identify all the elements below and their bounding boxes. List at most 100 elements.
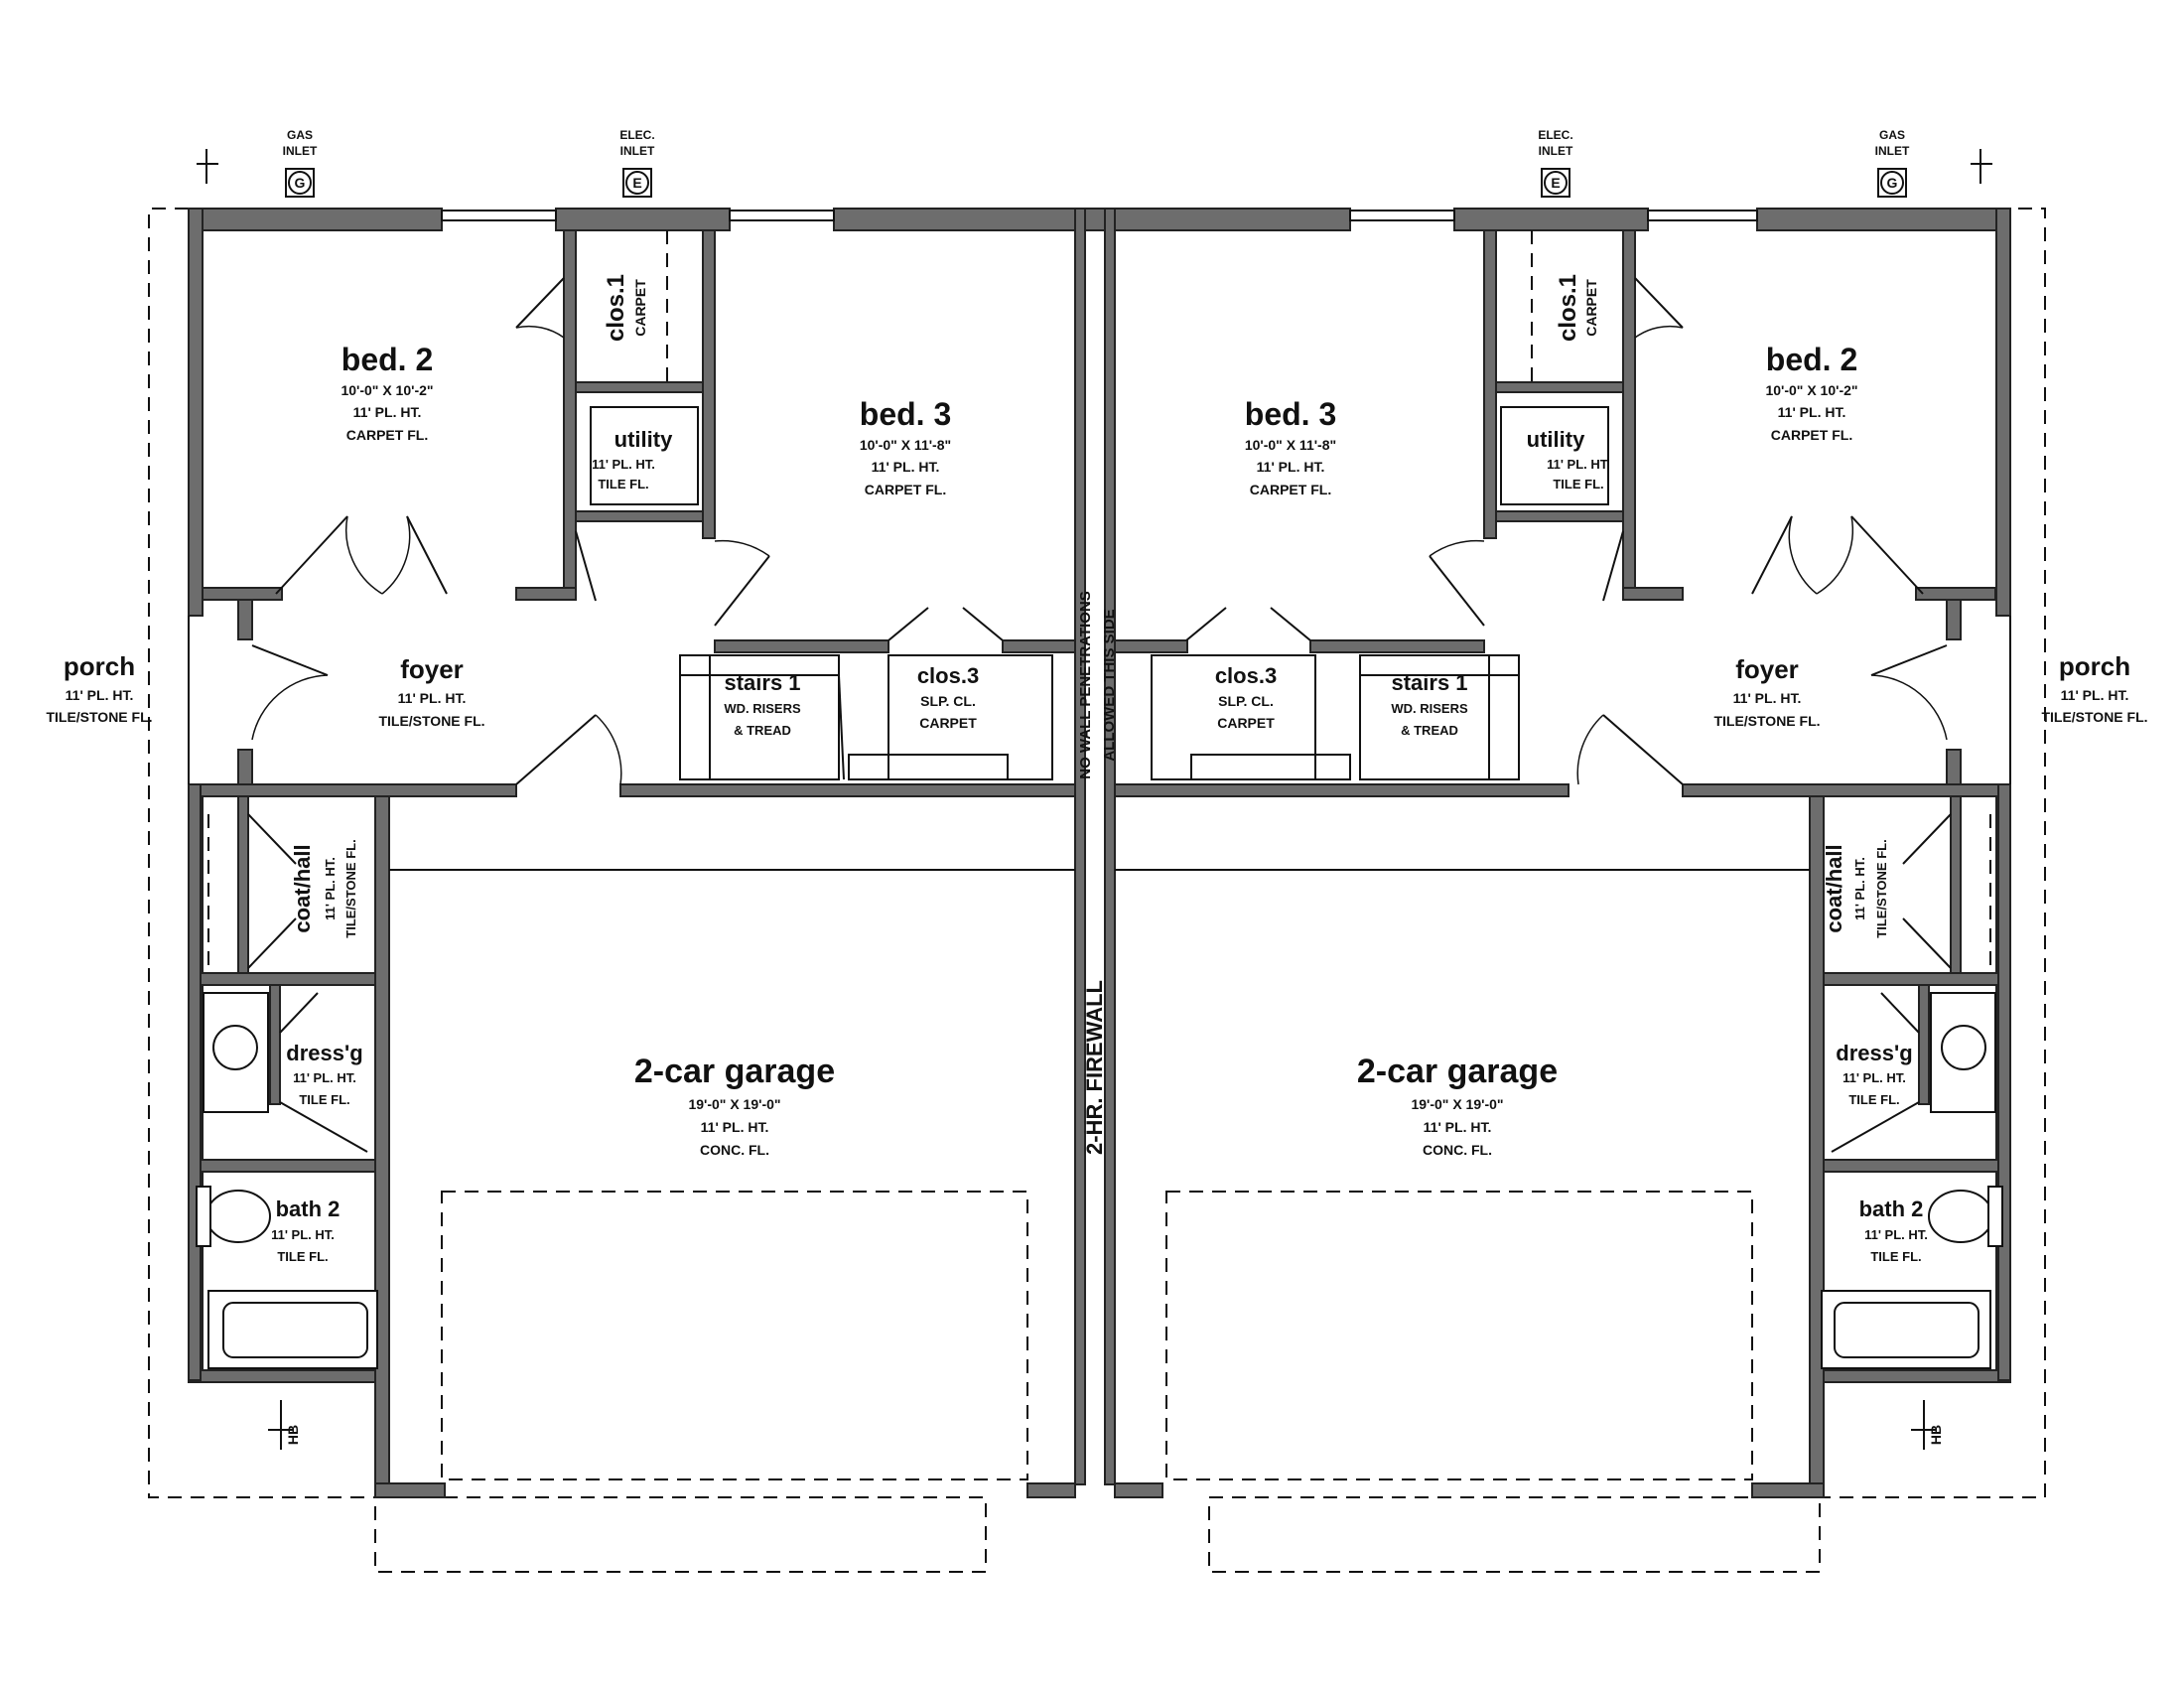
bed2-left-name: bed. 2 [341, 342, 433, 377]
thin-details [188, 210, 2011, 968]
utility-inlets [197, 149, 1992, 1450]
porch-left-line1: 11' PL. HT. [66, 687, 134, 703]
garage-left-line2: CONC. FL. [700, 1142, 769, 1158]
clos3-right-name: clos.3 [1215, 663, 1277, 688]
stairs-right-name: stairs 1 [1391, 670, 1467, 695]
right-unit-labels: GAS INLET G ELEC. INLET E HB porch 11' P… [1215, 128, 2148, 1445]
garage-right-dims: 19'-0" X 19'-0" [1411, 1096, 1503, 1112]
foyer-right-line2: TILE/STONE FL. [1713, 713, 1820, 729]
bed2-right-line2: CARPET FL. [1771, 427, 1852, 443]
clos3-left-name: clos.3 [917, 663, 979, 688]
left-unit-labels: GAS INLET G ELEC. INLET E HB porch 11' P… [46, 128, 979, 1445]
elec-inlet-symbol-left: E [632, 175, 641, 191]
elec-inlet-label-right: ELEC. [1538, 128, 1572, 142]
clos3-right-line2: CARPET [1217, 715, 1275, 731]
bath2-right-name: bath 2 [1859, 1196, 1924, 1221]
clos3-right-line1: SLP. CL. [1218, 693, 1274, 709]
dressg-left-line1: 11' PL. HT. [293, 1070, 356, 1085]
bed2-right-line1: 11' PL. HT. [1778, 404, 1846, 420]
stairs-left-line1: WD. RISERS [724, 701, 801, 716]
bed2-left-line2: CARPET FL. [346, 427, 428, 443]
bed2-right-name: bed. 2 [1766, 342, 1857, 377]
stairs-left-line2: & TREAD [734, 723, 791, 738]
porch-right-line2: TILE/STONE FL. [2041, 709, 2147, 725]
garage-right-name: 2-car garage [1357, 1053, 1558, 1090]
porch-right-name: porch [2059, 651, 2130, 681]
garage-left-dims: 19'-0" X 19'-0" [688, 1096, 780, 1112]
garage-right-line1: 11' PL. HT. [1424, 1119, 1492, 1135]
bed2-left-line1: 11' PL. HT. [353, 404, 422, 420]
stairs-right-line2: & TREAD [1401, 723, 1458, 738]
walls [188, 208, 2011, 1498]
garage-left-name: 2-car garage [634, 1053, 835, 1090]
porch-right-line1: 11' PL. HT. [2061, 687, 2129, 703]
bath2-left-line1: 11' PL. HT. [271, 1227, 335, 1242]
bed3-right-line1: 11' PL. HT. [1257, 459, 1325, 475]
utility-right-line1: 11' PL. HT. [1547, 457, 1610, 472]
firewall-label: 2-HR. FIREWALL [1082, 980, 1107, 1155]
coat-hall-right-line2: TILE/STONE FL. [1874, 839, 1889, 937]
foyer-left-name: foyer [400, 654, 464, 684]
clos1-left-line1: CARPET [632, 279, 648, 337]
porch-left-name: porch [64, 651, 135, 681]
dressg-right-line1: 11' PL. HT. [1843, 1070, 1906, 1085]
bed3-left-line1: 11' PL. HT. [872, 459, 940, 475]
stairs-right-line1: WD. RISERS [1391, 701, 1468, 716]
gas-inlet-label-left-2: INLET [283, 144, 318, 158]
coat-hall-left-line1: 11' PL. HT. [323, 857, 338, 920]
bed3-right-dims: 10'-0" X 11'-8" [1245, 437, 1336, 453]
utility-right-line2: TILE FL. [1553, 477, 1603, 492]
clos3-left-line2: CARPET [919, 715, 977, 731]
porch-left-line2: TILE/STONE FL. [46, 709, 152, 725]
foyer-left-line1: 11' PL. HT. [398, 690, 467, 706]
dressg-left-name: dress'g [286, 1041, 362, 1065]
stairs-left-name: stairs 1 [724, 670, 800, 695]
fixtures [196, 406, 2003, 1369]
foyer-right-name: foyer [1735, 654, 1799, 684]
firewall-note-1: NO WALL PENETRATIONS [1077, 591, 1094, 778]
coat-hall-left-line2: TILE/STONE FL. [343, 839, 358, 937]
gas-inlet-label-right: GAS [1879, 128, 1905, 142]
coat-hall-left-name: coat/hall [290, 844, 315, 932]
bath2-left-line2: TILE FL. [277, 1249, 328, 1264]
utility-left-name: utility [614, 427, 673, 452]
site-outline [148, 208, 2046, 1573]
bed3-left-name: bed. 3 [860, 396, 951, 432]
doors [247, 277, 1952, 1153]
bed3-left-line2: CARPET FL. [865, 482, 946, 497]
utility-right-name: utility [1527, 427, 1585, 452]
garage-left-line1: 11' PL. HT. [701, 1119, 769, 1135]
firewall-labels: NO WALL PENETRATIONS ALLOWED THIS SIDE 2… [1077, 591, 1118, 1155]
bed2-left-dims: 10'-0" X 10'-2" [341, 382, 433, 398]
clos1-right-line1: CARPET [1583, 279, 1599, 337]
firewall-note-2: ALLOWED THIS SIDE [1101, 609, 1118, 761]
coat-hall-right-name: coat/hall [1822, 844, 1846, 932]
utility-left-line2: TILE FL. [598, 477, 648, 492]
elec-inlet-label-right-2: INLET [1539, 144, 1573, 158]
gas-inlet-symbol-right: G [1887, 175, 1898, 191]
elec-inlet-label-left: ELEC. [619, 128, 654, 142]
foyer-left-line2: TILE/STONE FL. [378, 713, 484, 729]
garage-right-line2: CONC. FL. [1423, 1142, 1492, 1158]
clos3-left-line1: SLP. CL. [920, 693, 976, 709]
dressg-right-name: dress'g [1836, 1041, 1912, 1065]
foyer-right-line1: 11' PL. HT. [1733, 690, 1802, 706]
bed3-right-name: bed. 3 [1245, 396, 1336, 432]
utility-left-line1: 11' PL. HT. [592, 457, 655, 472]
elec-inlet-symbol-right: E [1551, 175, 1560, 191]
bath2-right-line1: 11' PL. HT. [1864, 1227, 1928, 1242]
bed2-right-dims: 10'-0" X 10'-2" [1765, 382, 1857, 398]
hose-bib-left: HB [285, 1425, 301, 1445]
bath2-right-line2: TILE FL. [1870, 1249, 1921, 1264]
bed3-right-line2: CARPET FL. [1250, 482, 1331, 497]
elec-inlet-label-left-2: INLET [620, 144, 655, 158]
hose-bib-right: HB [1928, 1425, 1944, 1445]
coat-hall-right-line1: 11' PL. HT. [1852, 857, 1867, 920]
clos1-left-name: clos.1 [603, 274, 629, 342]
bath2-left-name: bath 2 [276, 1196, 341, 1221]
dressg-left-line2: TILE FL. [299, 1092, 349, 1107]
bed3-left-dims: 10'-0" X 11'-8" [860, 437, 951, 453]
gas-inlet-symbol-left: G [295, 175, 306, 191]
gas-inlet-label-left: GAS [287, 128, 313, 142]
